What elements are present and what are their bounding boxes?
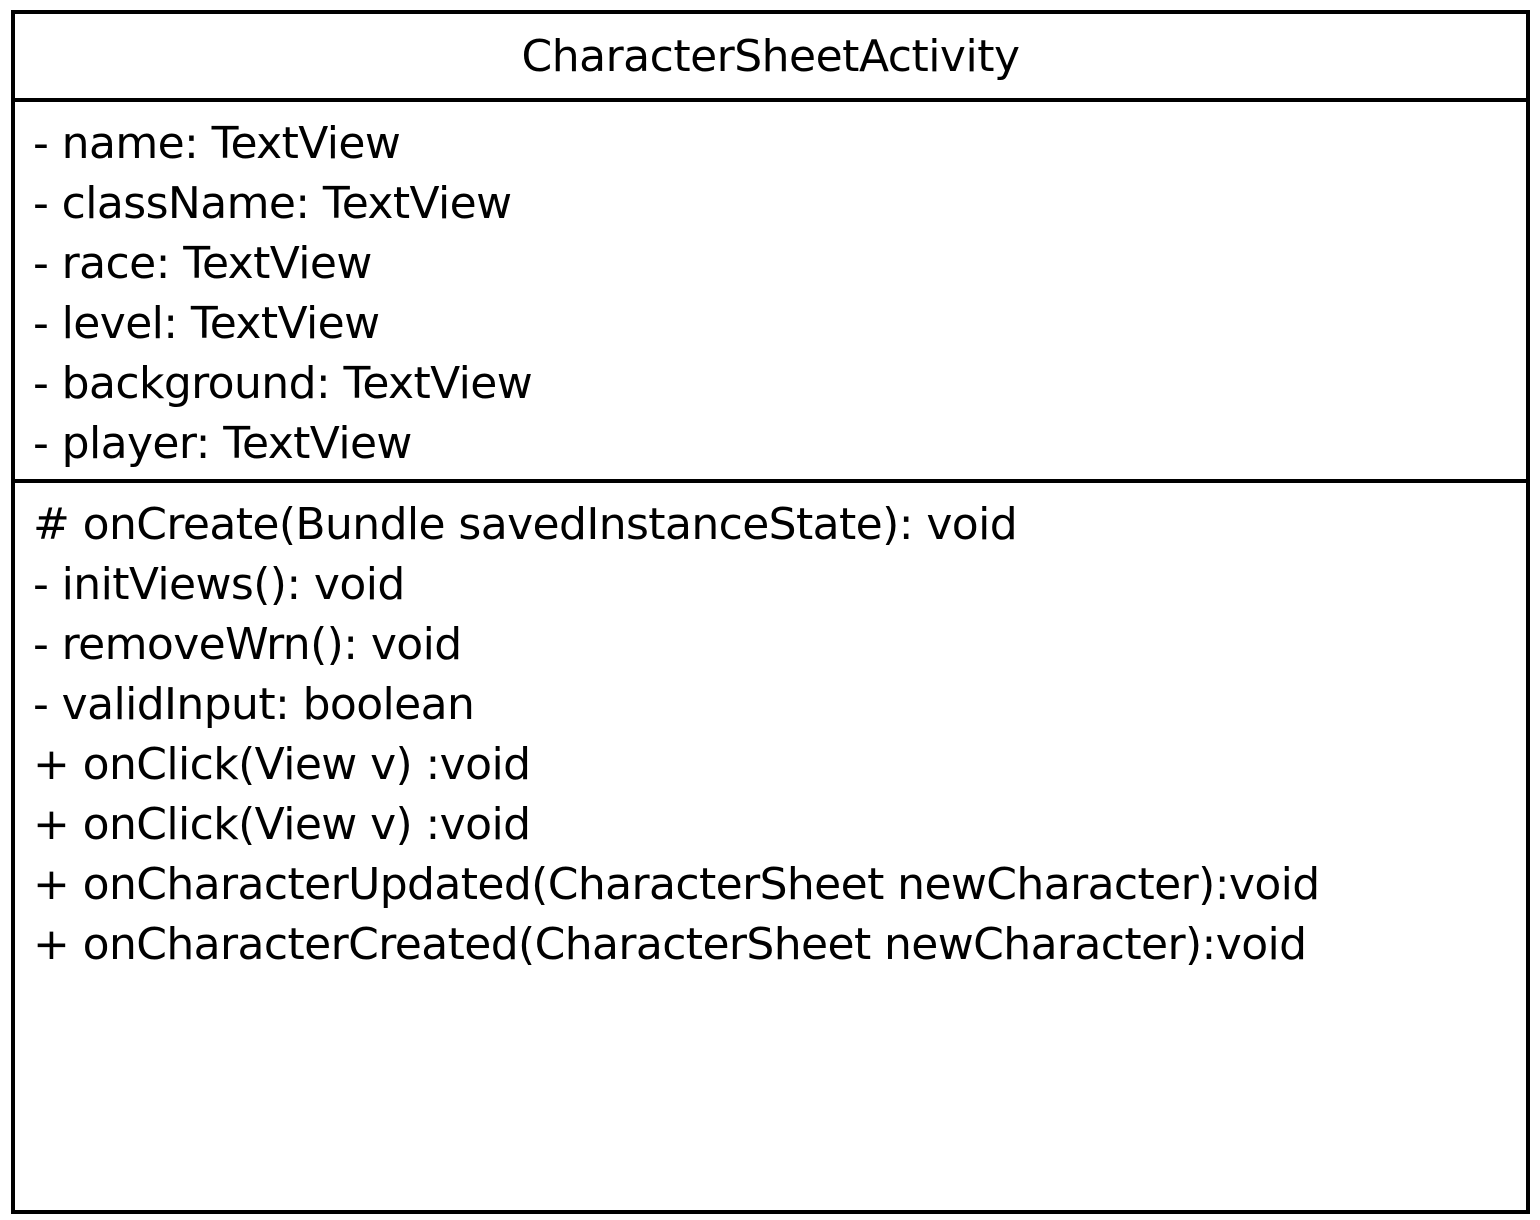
attribute-player: - player: TextView (33, 418, 412, 469)
operation-oncharactercreated: + onCharacterCreated(CharacterSheet newC… (33, 919, 1307, 970)
operation-onclick: + onClick(View v) :void (33, 799, 531, 850)
operation-oncreate: # onCreate(Bundle savedInstanceState): v… (33, 499, 1018, 550)
attributes-compartment: - name: TextView - className: TextView -… (15, 102, 1526, 483)
attribute-level: - level: TextView (33, 298, 380, 349)
operation-onclick: + onClick(View v) :void (33, 739, 531, 790)
operation-validinput: - validInput: boolean (33, 679, 475, 730)
attribute-background: - background: TextView (33, 358, 533, 409)
attribute-name: - name: TextView (33, 118, 401, 169)
attribute-race: - race: TextView (33, 238, 372, 289)
operations-compartment: # onCreate(Bundle savedInstanceState): v… (15, 483, 1526, 975)
operation-removewrn: - removeWrn(): void (33, 619, 462, 670)
class-name: CharacterSheetActivity (15, 14, 1526, 102)
operation-oncharacterupdated: + onCharacterUpdated(CharacterSheet newC… (33, 859, 1320, 910)
attribute-classname: - className: TextView (33, 178, 512, 229)
uml-class-box: CharacterSheetActivity - name: TextView … (11, 10, 1530, 1214)
operation-initviews: - initViews(): void (33, 559, 405, 610)
